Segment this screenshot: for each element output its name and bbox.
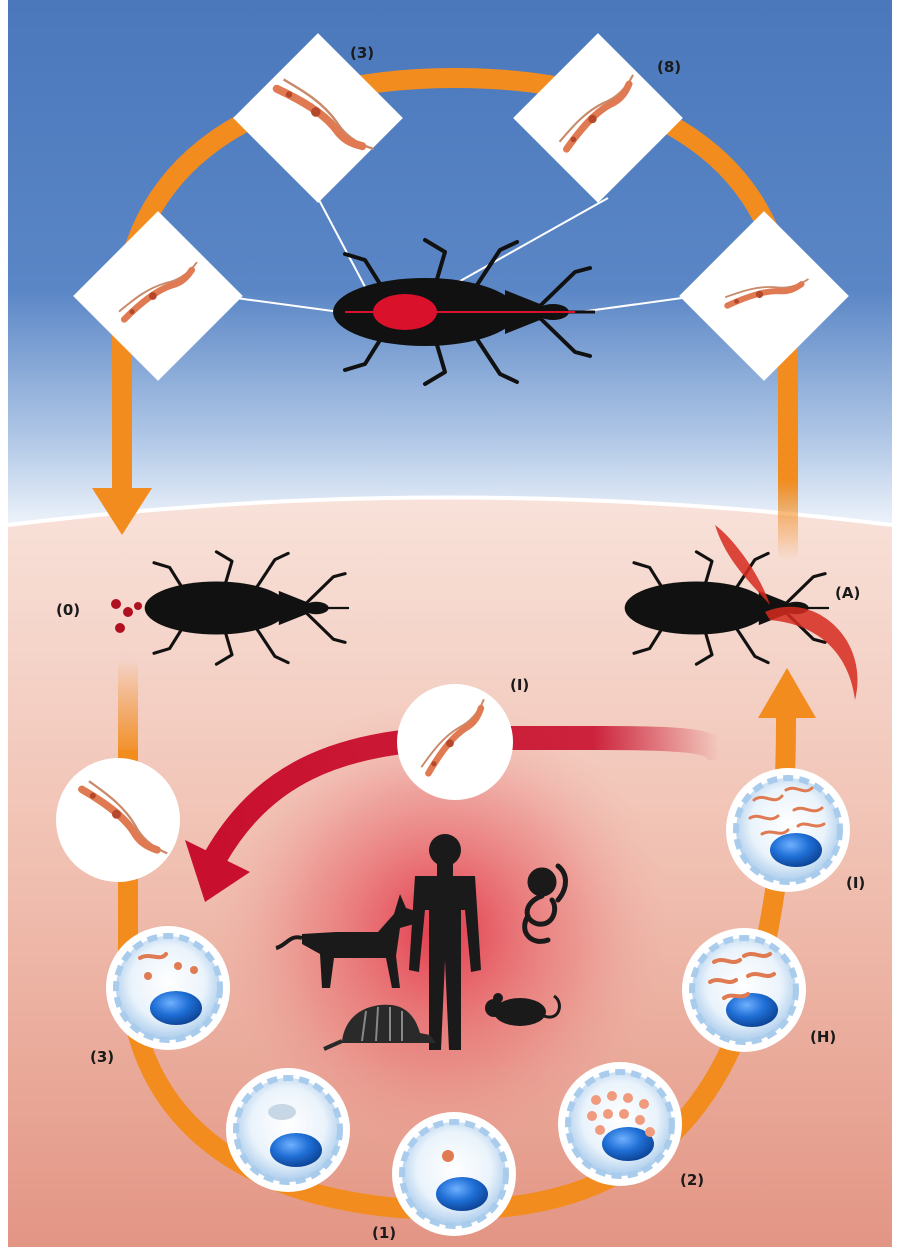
label-blood-trypomastigote: (I) <box>510 676 529 694</box>
blood-trypomastigote-circle <box>397 684 513 800</box>
host-cell-stage-a <box>226 1068 350 1192</box>
label-bite: (A) <box>835 584 860 602</box>
label-cell-stage-2: (2) <box>680 1171 704 1189</box>
label-cell-stage-i: (I) <box>846 874 865 892</box>
host-cell-stage-h <box>682 928 806 1052</box>
bite-arrow-fade <box>778 480 798 560</box>
label-cell-stage-h: (H) <box>810 1028 836 1046</box>
host-cell-stage-i <box>726 768 850 892</box>
label-insect-stage-top-right: (8) <box>657 58 681 76</box>
entering-trypomastigote-circle <box>56 758 180 882</box>
host-cell-infection <box>106 926 230 1050</box>
label-cell-stage-1: (1) <box>372 1224 396 1242</box>
label-insect-stage-top-left: (3) <box>350 44 374 62</box>
label-feces: (0) <box>56 601 80 619</box>
host-cell-stage-2 <box>558 1062 682 1186</box>
host-cell-stage-1 <box>392 1112 516 1236</box>
feces-arrow-fade <box>118 660 138 760</box>
label-cell-infection: (3) <box>90 1048 114 1066</box>
